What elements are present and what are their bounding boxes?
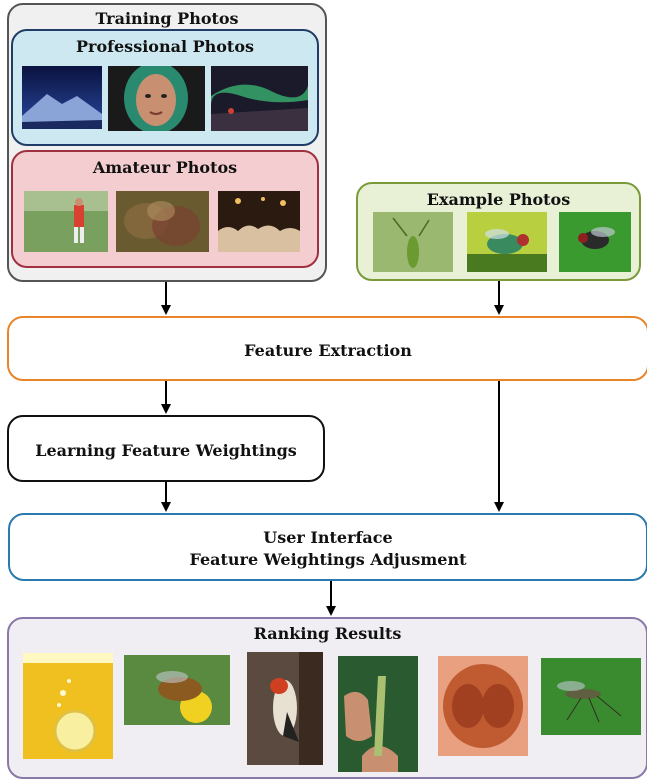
- feature-extraction-box: Feature Extraction: [7, 316, 647, 381]
- photo-hand-insect: [338, 656, 418, 772]
- user-interface-box: User Interface Feature Weightings Adjusm…: [8, 513, 647, 581]
- photo-mosquito: [541, 658, 641, 735]
- photo-night-mountain: [22, 66, 102, 129]
- learning-feature-weightings-label: Learning Feature Weightings: [35, 441, 297, 460]
- photo-fly-eye: [438, 656, 528, 756]
- photo-crowd-night: [218, 191, 300, 252]
- photo-lemon-water: [23, 653, 113, 759]
- example-photos-title: Example Photos: [426, 190, 571, 209]
- photo-person-field: [24, 191, 108, 252]
- user-interface-label: User Interface: [263, 528, 393, 547]
- photo-bee-flower: [124, 655, 230, 725]
- photo-fly-leaf: [559, 212, 631, 272]
- ranking-results-title: Ranking Results: [253, 624, 402, 643]
- photo-grasshopper: [373, 212, 453, 272]
- ranking-results-panel: Ranking Results: [7, 617, 647, 779]
- amateur-photos-title: Amateur Photos: [92, 158, 238, 177]
- photo-green-fly: [467, 212, 547, 272]
- training-photos-title: Training Photos: [95, 9, 239, 28]
- photo-portrait-woman: [108, 66, 205, 131]
- professional-photos-title: Professional Photos: [75, 37, 254, 56]
- feature-weightings-adjustment-label: Feature Weightings Adjusment: [189, 550, 467, 569]
- photo-woodpecker: [247, 652, 323, 765]
- photo-aurora: [211, 66, 308, 131]
- photo-blurry-flowers: [116, 191, 209, 252]
- learning-feature-weightings-box: Learning Feature Weightings: [7, 415, 325, 482]
- feature-extraction-label: Feature Extraction: [244, 341, 412, 360]
